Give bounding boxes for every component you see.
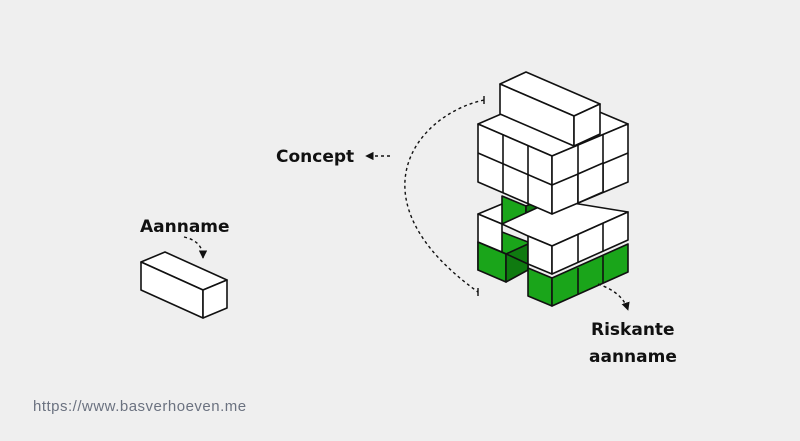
top-block	[499, 71, 601, 147]
concept-label: Concept	[276, 147, 354, 167]
jenga-tower-icon	[477, 71, 629, 307]
risky-arrow	[597, 283, 630, 311]
risky-assumption-label-line2: aanname	[589, 347, 677, 367]
single-block-icon	[140, 251, 228, 319]
assumption-label: Aanname	[140, 217, 230, 237]
concept-bracket	[404, 99, 485, 293]
footer-url: https://www.basverhoeven.me	[33, 398, 247, 415]
risky-layer	[477, 231, 629, 307]
assumption-arrow	[183, 236, 208, 259]
dotted-arrow-icon	[183, 99, 630, 311]
risky-assumption-label-line1: Riskante	[591, 320, 675, 340]
